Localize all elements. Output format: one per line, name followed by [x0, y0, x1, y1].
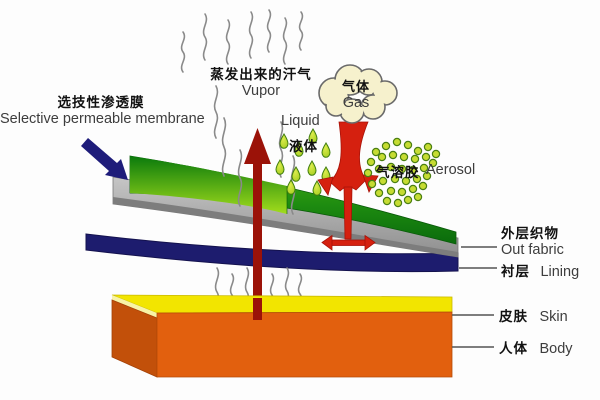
body-block [111, 294, 453, 378]
gas-label-zh: 气体 [341, 79, 370, 94]
vapor-up-arrow [244, 128, 271, 320]
lining-label: 衬层 Lining [501, 263, 579, 281]
vapor-label-zh: 蒸发出来的汗气 [210, 67, 312, 82]
lining-label-en: Lining [540, 264, 580, 280]
gas-stream [317, 121, 379, 251]
pointer-lines [452, 246, 497, 348]
skin-top-face [111, 294, 453, 314]
cutoff-text-fragment: ..... ... . ........ ... [2, 0, 152, 4]
aerosol-label-zh: 气溶胶 [376, 165, 420, 180]
liquid-label-zh: 液体 [289, 139, 318, 154]
out-fabric-label-zh: 外层织物 [501, 226, 559, 241]
out-fabric-label: 外层织物 Out fabric [501, 226, 564, 258]
out-fabric-label-en: Out fabric [501, 241, 564, 258]
skin-label: 皮肤 Skin [499, 308, 568, 326]
aerosol-label-en: Aerosol [426, 162, 476, 178]
body-label: 人体 Body [499, 340, 573, 358]
liquid-droplets [275, 128, 331, 196]
gas-label: 气体 Gas [330, 79, 382, 112]
membrane-label-zh: 选技性渗透膜 [57, 95, 145, 110]
lining-label-zh: 衬层 [501, 264, 530, 279]
aerosol-dots [363, 137, 441, 208]
skin-label-zh: 皮肤 [499, 309, 528, 324]
lining-layer [85, 233, 459, 273]
gas-cloud [318, 64, 398, 124]
membrane-label-en: Selective permeable membrane [0, 110, 205, 127]
membrane-label: 选技性渗透膜 Selective permeable membrane [0, 95, 205, 127]
skin-left-edge [112, 295, 157, 318]
vapor-label-en: Vupor [241, 82, 281, 99]
body-label-zh: 人体 [499, 341, 528, 356]
body-front-face [156, 311, 453, 378]
skin-label-en: Skin [539, 309, 568, 325]
vapor-label: 蒸发出来的汗气 Vupor [205, 67, 317, 99]
gas-deflect-left-arrowhead [317, 176, 334, 196]
membrane-pointer-arrow [81, 138, 128, 180]
body-label-en: Body [539, 341, 573, 357]
vapor-wavy-lines [180, 9, 304, 317]
vapor-arrow-stub [253, 298, 262, 320]
gas-label-en: Gas [342, 94, 370, 111]
liquid-label-en: Liquid [281, 113, 320, 129]
